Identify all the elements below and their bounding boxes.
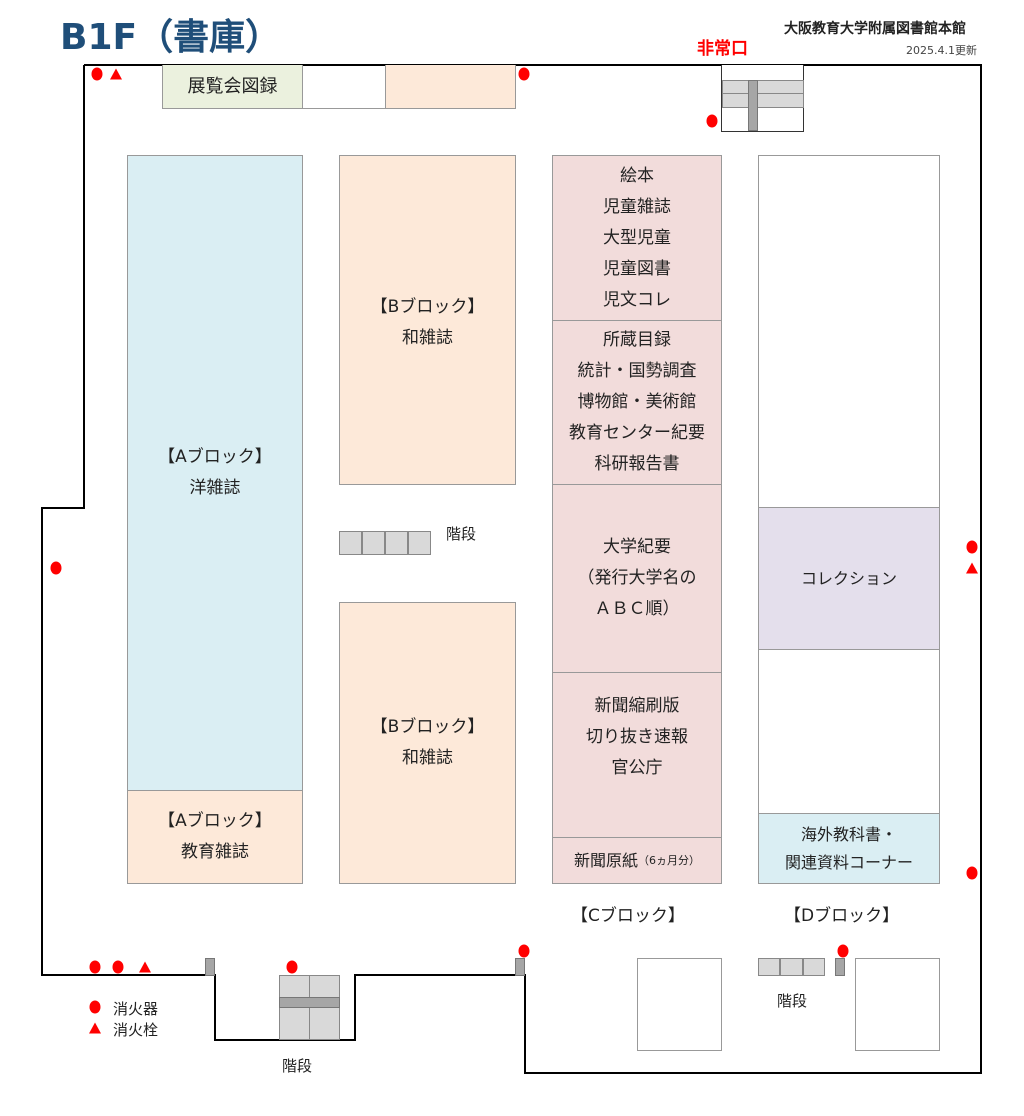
fire-extinguisher-icon xyxy=(89,960,101,974)
stairs-label: 階段 xyxy=(777,992,808,1010)
area-label: 教育雑誌 xyxy=(181,842,249,862)
area-d-blank-lower xyxy=(758,649,940,814)
area-label: 【Aブロック】 xyxy=(158,447,272,467)
pillar xyxy=(515,958,525,976)
fire-extinguisher-icon xyxy=(91,67,103,81)
updated-date: 2025.4.1更新 xyxy=(906,44,977,57)
area-c-catalogs-reports: 所蔵目録統計・国勢調査博物館・美術館教育センター紀要科研報告書 xyxy=(552,320,722,485)
area-label: 関連資料コーナー xyxy=(784,852,913,872)
area-b-block-lower: 【Bブロック】和雑誌 xyxy=(339,602,516,884)
d-block-label: 【Dブロック】 xyxy=(784,906,900,926)
area-label: 博物館・美術館 xyxy=(577,392,697,412)
exit-stairs xyxy=(721,65,804,132)
area-label: 和雑誌 xyxy=(402,328,453,348)
legend-hydrant-label: 消火栓 xyxy=(113,1021,159,1039)
fire-extinguisher-icon xyxy=(966,540,978,554)
area-label: 科研報告書 xyxy=(594,454,680,474)
area-peach-top xyxy=(385,65,516,109)
area-label: 大学紀要 xyxy=(603,537,671,557)
area-label: 児童雑誌 xyxy=(603,196,671,217)
fire-extinguisher-icon xyxy=(518,67,530,81)
area-label: 洋雑誌 xyxy=(189,478,241,498)
area-d-blank-upper xyxy=(758,155,940,508)
fire-extinguisher-icon xyxy=(706,114,718,128)
pillar xyxy=(835,958,845,976)
area-b-block-upper: 【Bブロック】和雑誌 xyxy=(339,155,516,485)
area-a-block-foreign-journals: 【Aブロック】洋雑誌 xyxy=(127,155,303,791)
fire-extinguisher-icon xyxy=(112,960,124,974)
fire-hydrant-icon xyxy=(110,68,122,80)
fire-extinguisher-icon xyxy=(966,866,978,880)
area-label: コレクション xyxy=(800,569,897,588)
area-blank-top xyxy=(302,65,386,109)
area-a-block-education-journals: 【Aブロック】教育雑誌 xyxy=(127,790,303,884)
stairs-middle xyxy=(339,531,431,555)
area-label: （発行大学名の xyxy=(577,568,697,588)
fire-hydrant-icon xyxy=(966,562,978,574)
area-label: 絵本 xyxy=(620,165,654,186)
stairs-label: 階段 xyxy=(446,525,477,543)
area-label: 新聞縮刷版 xyxy=(594,696,680,716)
fire-extinguisher-icon xyxy=(837,944,849,958)
area-bottom-box-right xyxy=(855,958,940,1051)
area-label: 【Aブロック】 xyxy=(158,811,272,831)
area-label: 児童図書 xyxy=(603,258,671,279)
area-label: 新聞原紙 xyxy=(573,851,638,870)
area-label: 児文コレ xyxy=(603,289,671,310)
area-label: 海外教科書・ xyxy=(800,824,897,844)
fire-extinguisher-icon xyxy=(50,561,62,575)
area-label: 所蔵目録 xyxy=(603,330,671,350)
area-c-newspapers-reduced: 新聞縮刷版切り抜き速報官公庁 xyxy=(552,672,722,838)
area-label: 【Bブロック】 xyxy=(370,717,485,737)
area-bottom-box-left xyxy=(637,958,722,1051)
area-label: 切り抜き速報 xyxy=(586,727,688,747)
area-label: 大型児童 xyxy=(603,227,671,248)
area-label: 統計・国勢調査 xyxy=(577,361,697,381)
area-c-newspapers-original: 新聞原紙（6ヵ月分） xyxy=(552,837,722,884)
area-label: 【Bブロック】 xyxy=(370,297,485,317)
area-note: （6ヵ月分） xyxy=(638,854,700,867)
area-label: 教育センター紀要 xyxy=(569,423,705,443)
legend-extinguisher-icon xyxy=(89,1000,101,1014)
area-label: 展覧会図録 xyxy=(187,76,278,97)
area-d-collection: コレクション xyxy=(758,507,940,650)
legend-extinguisher-label: 消火器 xyxy=(113,1000,159,1018)
stairs-right xyxy=(758,958,825,976)
area-label: 官公庁 xyxy=(611,758,663,778)
library-name: 大阪教育大学附属図書館本館 xyxy=(784,21,966,37)
area-label: ＡＢＣ順） xyxy=(594,599,680,619)
fire-extinguisher-icon xyxy=(286,960,298,974)
fire-extinguisher-icon xyxy=(518,944,530,958)
area-d-foreign-textbooks: 海外教科書・関連資料コーナー xyxy=(758,813,940,884)
area-exhibition-catalog: 展覧会図録 xyxy=(162,65,303,109)
c-block-label: 【Cブロック】 xyxy=(571,906,685,926)
fire-hydrant-icon xyxy=(139,961,151,973)
area-c-university-bulletins: 大学紀要 （発行大学名の ＡＢＣ順） xyxy=(552,484,722,673)
stairs-bottom xyxy=(279,975,340,1040)
area-c-children: 絵本児童雑誌大型児童児童図書児文コレ xyxy=(552,155,722,321)
emergency-exit-label: 非常口 xyxy=(697,39,748,59)
page-title: B1F（書庫） xyxy=(60,17,282,58)
stairs-label: 階段 xyxy=(282,1057,313,1075)
pillar xyxy=(205,958,215,976)
legend-hydrant-icon xyxy=(89,1022,101,1034)
area-label: 和雑誌 xyxy=(402,748,453,768)
